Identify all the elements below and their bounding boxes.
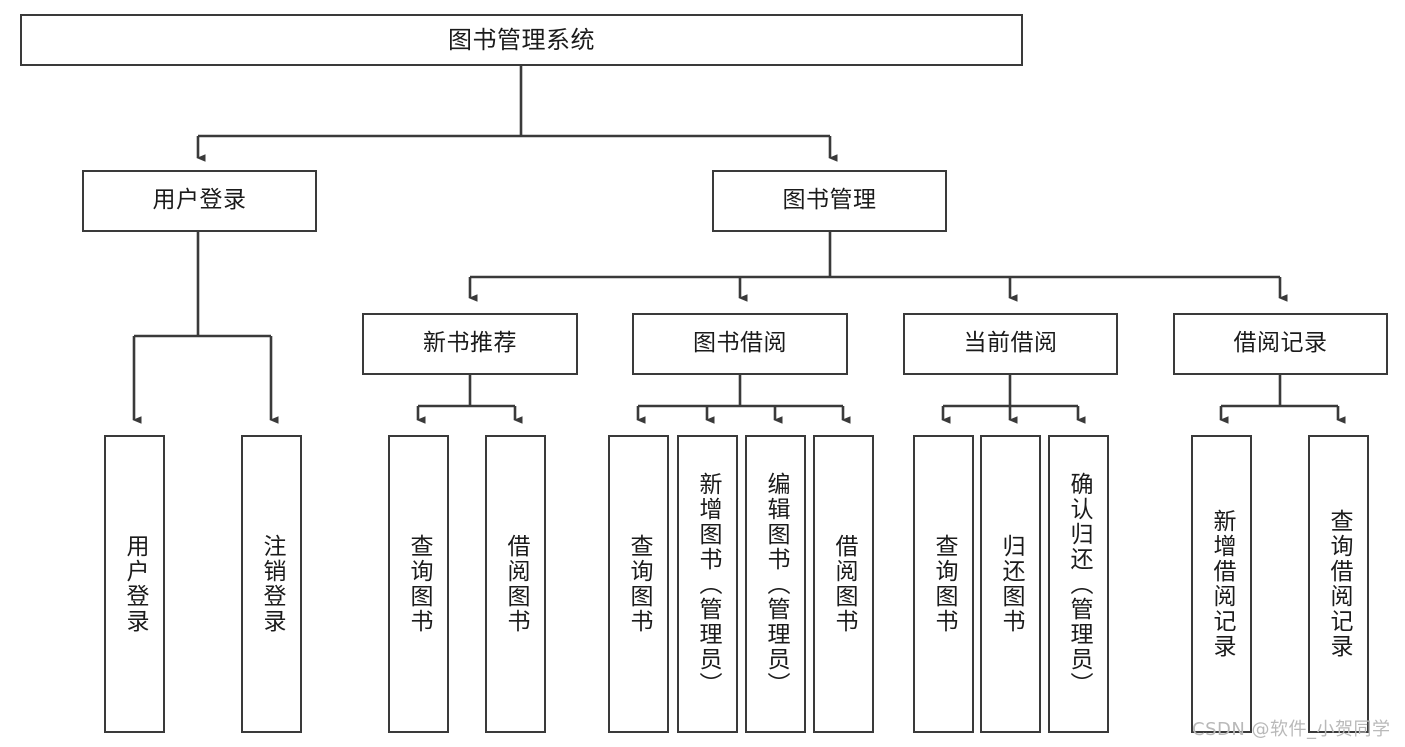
leaf-records-query-label: 查询借阅记录	[1326, 509, 1352, 659]
leaf-logout-label: 注销登录	[259, 534, 285, 634]
node-book-borrow[interactable]: 图书借阅	[632, 313, 848, 375]
node-new-book-recommend-label: 新书推荐	[423, 330, 517, 357]
leaf-logout[interactable]: 注销登录	[241, 435, 302, 733]
leaf-user-login-label: 用户登录	[122, 534, 148, 634]
leaf-records-add[interactable]: 新增借阅记录	[1191, 435, 1252, 733]
node-user-login[interactable]: 用户登录	[82, 170, 317, 232]
node-current-borrow[interactable]: 当前借阅	[903, 313, 1118, 375]
leaf-borrow-query-book[interactable]: 查询图书	[608, 435, 669, 733]
node-book-borrow-label: 图书借阅	[693, 330, 787, 357]
leaf-borrow-edit-book-label: 编辑图书（管理员）	[763, 471, 789, 697]
leaf-current-confirm-return-label: 确认归还（管理员）	[1066, 471, 1092, 697]
node-borrow-records[interactable]: 借阅记录	[1173, 313, 1388, 375]
node-borrow-records-label: 借阅记录	[1233, 330, 1328, 357]
leaf-user-login[interactable]: 用户登录	[104, 435, 165, 733]
leaf-new-books-query-label: 查询图书	[406, 534, 432, 634]
leaf-borrow-query-book-label: 查询图书	[626, 534, 652, 634]
leaf-borrow-add-book-label: 新增图书（管理员）	[695, 471, 721, 697]
node-user-login-label: 用户登录	[152, 187, 247, 214]
node-new-book-recommend[interactable]: 新书推荐	[362, 313, 578, 375]
leaf-borrow-borrow-book[interactable]: 借阅图书	[813, 435, 874, 733]
node-root[interactable]: 图书管理系统	[20, 14, 1023, 66]
node-book-management[interactable]: 图书管理	[712, 170, 947, 232]
leaf-current-confirm-return[interactable]: 确认归还（管理员）	[1048, 435, 1109, 733]
leaf-new-books-borrow-label: 借阅图书	[503, 534, 529, 634]
leaf-borrow-borrow-book-label: 借阅图书	[831, 534, 857, 634]
leaf-current-query-book[interactable]: 查询图书	[913, 435, 974, 733]
leaf-current-return-book-label: 归还图书	[998, 534, 1024, 634]
leaf-current-query-book-label: 查询图书	[931, 534, 957, 634]
node-root-label: 图书管理系统	[448, 25, 595, 54]
leaf-borrow-edit-book[interactable]: 编辑图书（管理员）	[745, 435, 806, 733]
node-current-borrow-label: 当前借阅	[963, 330, 1058, 357]
node-book-management-label: 图书管理	[782, 187, 877, 214]
leaf-borrow-add-book[interactable]: 新增图书（管理员）	[677, 435, 738, 733]
leaf-records-query[interactable]: 查询借阅记录	[1308, 435, 1369, 733]
leaf-current-return-book[interactable]: 归还图书	[980, 435, 1041, 733]
leaf-records-add-label: 新增借阅记录	[1209, 509, 1235, 659]
leaf-new-books-borrow[interactable]: 借阅图书	[485, 435, 546, 733]
leaf-new-books-query[interactable]: 查询图书	[388, 435, 449, 733]
